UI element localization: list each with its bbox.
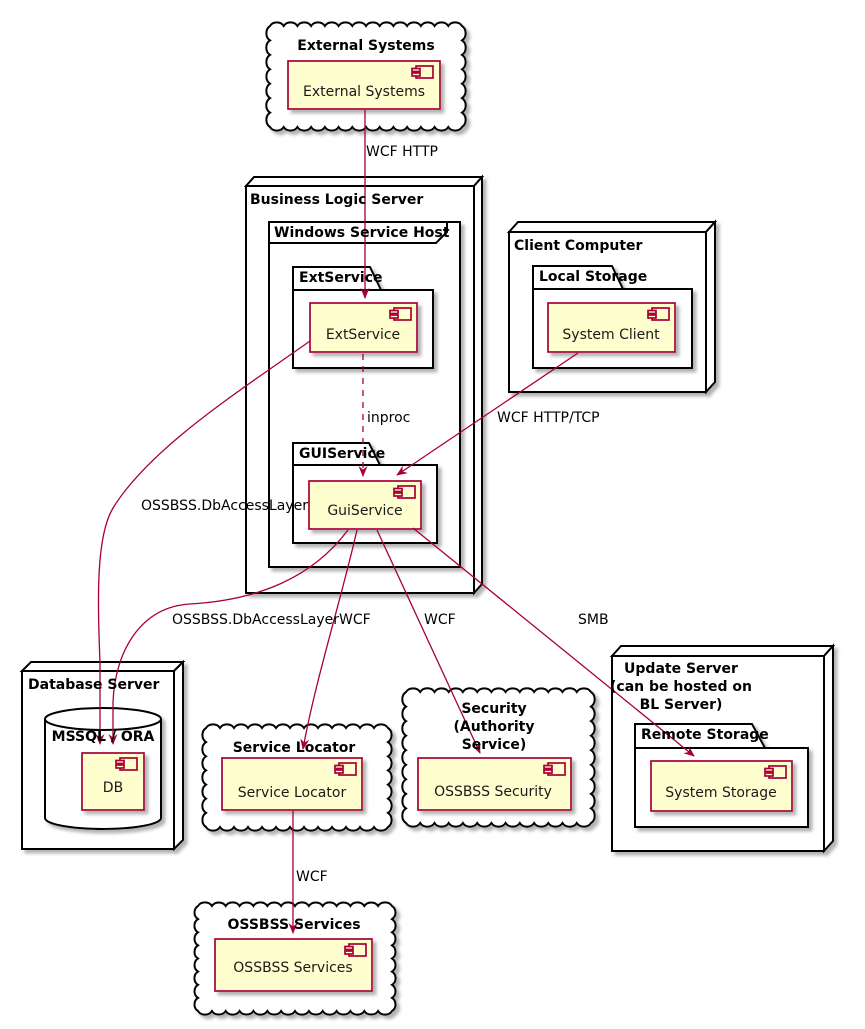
remote-storage-folder-title: Remote Storage xyxy=(641,727,769,743)
edge-guiservice-to-db xyxy=(108,529,349,745)
external-systems-component xyxy=(287,60,441,110)
ossbss-services-component xyxy=(214,938,373,992)
database-server-title: Database Server xyxy=(28,677,160,693)
extservice-component-label: ExtService xyxy=(325,327,401,343)
client-computer-title: Client Computer xyxy=(514,238,643,254)
edge-guiservice-to-systemstorage xyxy=(412,527,695,757)
component-icon xyxy=(647,307,670,321)
service-locator-cloud-title: Service Locator xyxy=(232,740,356,756)
windows-service-host-title: Windows Service Host xyxy=(274,225,450,241)
edge-label-wcf-ossbss: WCF xyxy=(296,869,328,885)
component-icon xyxy=(764,765,787,779)
db-component-label: DB xyxy=(102,780,124,796)
business-logic-server-title: Business Logic Server xyxy=(250,192,424,208)
ossbss-services-cloud-title: OSSBSS Services xyxy=(227,917,361,933)
edge-label-dbaccess-ext: OSSBSS.DbAccessLayer xyxy=(141,498,309,514)
ossbss-security-component xyxy=(417,757,572,811)
component-icon xyxy=(411,65,434,79)
guiservice-component xyxy=(308,480,422,530)
external-systems-cloud-title: External Systems xyxy=(297,38,435,54)
edge-label-inproc: inproc xyxy=(367,410,411,426)
guiservice-folder-title: GUIService xyxy=(299,446,386,462)
system-client-component xyxy=(547,302,676,353)
edge-guiservice-to-servicelocator xyxy=(300,529,358,750)
component-icon xyxy=(389,307,412,321)
system-storage-component-label: System Storage xyxy=(665,785,777,801)
update-server-title: Update Server (can be hosted on BL Serve… xyxy=(610,661,752,713)
external-systems-component-label: External Systems xyxy=(302,84,426,100)
ossbss-security-component-label: OSSBSS Security xyxy=(434,784,552,800)
service-locator-component-label: Service Locator xyxy=(237,785,347,801)
system-client-component-label: System Client xyxy=(562,327,660,343)
mssql-ora-label: MSSQL / ORA xyxy=(51,729,155,745)
component-icon xyxy=(344,943,367,957)
local-storage-folder-title: Local Storage xyxy=(539,269,648,285)
ossbss-services-component-label: OSSBSS Services xyxy=(233,960,353,976)
edge-extservice-to-db xyxy=(95,340,311,745)
edge-label-wcf-http-tcp: WCF HTTP/TCP xyxy=(497,410,600,426)
edge-systemclient-to-guiservice xyxy=(396,352,579,476)
service-locator-component xyxy=(221,757,363,811)
db-component xyxy=(81,752,145,811)
guiservice-component-label: GuiService xyxy=(327,503,403,519)
extservice-component xyxy=(309,302,418,353)
system-storage-component xyxy=(650,760,793,812)
edge-label-wcf-security: WCF xyxy=(424,612,456,628)
edge-guiservice-to-security xyxy=(376,529,481,754)
component-icon xyxy=(334,762,357,776)
edge-label-dbaccess-gui: OSSBSS.DbAccessLayer xyxy=(172,612,340,628)
edge-label-wcf-http: WCF HTTP xyxy=(366,144,438,160)
edge-label-wcf-servicelocator: WCF xyxy=(339,612,371,628)
edge-label-smb: SMB xyxy=(578,612,609,628)
component-icon xyxy=(393,485,416,499)
extservice-folder-title: ExtService xyxy=(299,270,383,286)
component-icon xyxy=(543,762,566,776)
security-cloud-title: Security (Authority Service) xyxy=(453,701,535,753)
component-icon xyxy=(115,757,138,771)
